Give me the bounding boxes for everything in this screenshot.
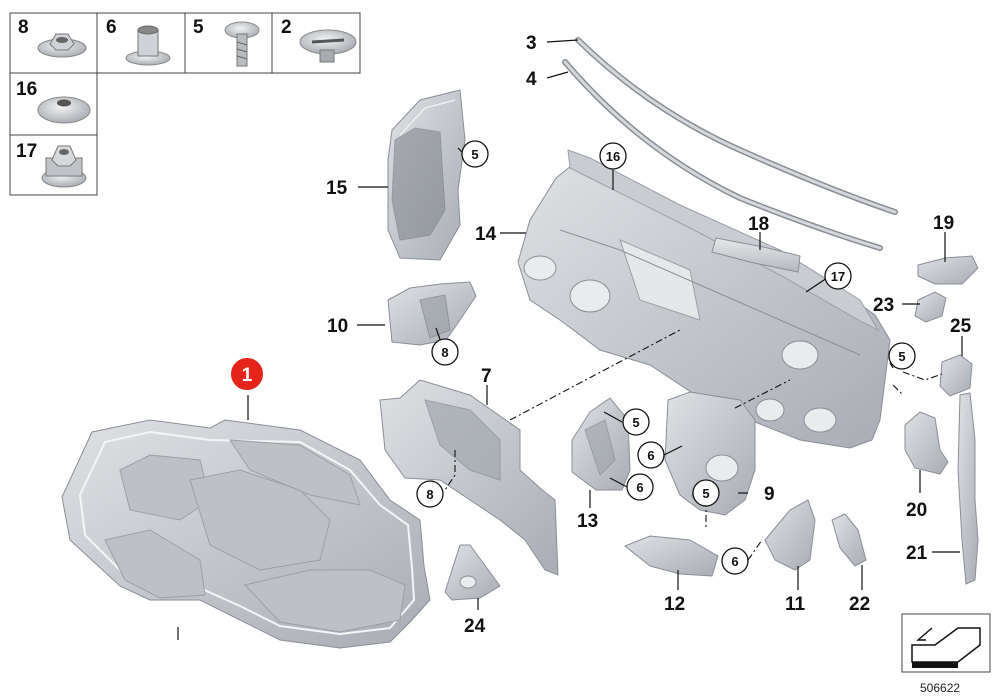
hex-nut-icon bbox=[125, 25, 171, 66]
side-insulation-15[interactable] bbox=[387, 89, 466, 261]
callout-15: 15 bbox=[326, 178, 348, 199]
rivet-icon bbox=[224, 21, 260, 67]
bracket-22[interactable] bbox=[831, 513, 867, 567]
circle-callout-6a: 6 bbox=[637, 441, 665, 469]
bracket-19[interactable] bbox=[917, 255, 979, 285]
collar-nut-icon bbox=[41, 145, 87, 188]
callout-25: 25 bbox=[950, 316, 972, 337]
callout-24: 24 bbox=[464, 616, 486, 637]
svg-text:5: 5 bbox=[702, 486, 709, 501]
washer-nut-icon bbox=[37, 96, 91, 124]
table-label-17: 17 bbox=[16, 141, 37, 162]
svg-text:5: 5 bbox=[632, 415, 639, 430]
strip-21[interactable] bbox=[957, 392, 979, 585]
svg-text:5: 5 bbox=[471, 147, 478, 162]
callout-21: 21 bbox=[906, 543, 928, 564]
fastener-table: 8 6 5 2 16 17 bbox=[9, 12, 361, 196]
circle-callout-5d: 5 bbox=[692, 479, 720, 507]
orientation-icon bbox=[901, 613, 991, 673]
catalog-number: 506622 bbox=[920, 681, 960, 695]
highlight-callout-1[interactable]: 1 bbox=[229, 356, 265, 392]
seal-4[interactable] bbox=[562, 59, 883, 251]
callout-9: 9 bbox=[764, 484, 775, 505]
svg-text:8: 8 bbox=[441, 345, 448, 360]
bracket-25[interactable] bbox=[939, 354, 973, 397]
leader-lines bbox=[357, 39, 963, 610]
circle-callout-17: 17 bbox=[824, 262, 852, 290]
pad-18[interactable] bbox=[711, 237, 801, 273]
callout-12: 12 bbox=[664, 594, 685, 615]
cover-24[interactable] bbox=[444, 544, 501, 601]
clip-23[interactable] bbox=[914, 291, 947, 323]
table-label-16: 16 bbox=[16, 79, 37, 100]
callout-4: 4 bbox=[526, 69, 537, 90]
wheel-arch-panel-7[interactable] bbox=[379, 379, 559, 576]
svg-text:6: 6 bbox=[731, 554, 738, 569]
callout-14: 14 bbox=[475, 224, 497, 245]
circle-callout-8a: 8 bbox=[431, 338, 459, 366]
shield-12[interactable] bbox=[624, 535, 719, 577]
circle-callout-8b: 8 bbox=[416, 480, 444, 508]
callout-18: 18 bbox=[748, 214, 769, 235]
callout-10: 10 bbox=[327, 316, 348, 337]
circle-callout-5c: 5 bbox=[622, 408, 650, 436]
circled-callouts: 5 16 17 8 5 5 6 6 bbox=[416, 140, 916, 575]
seal-3[interactable] bbox=[575, 37, 898, 215]
callout-11: 11 bbox=[785, 594, 806, 615]
bracket-10[interactable] bbox=[387, 281, 477, 346]
callout-7: 7 bbox=[481, 366, 492, 387]
circle-callout-6b: 6 bbox=[626, 473, 654, 501]
insulation-mat[interactable] bbox=[61, 395, 431, 649]
circle-callout-5a: 5 bbox=[461, 140, 489, 168]
table-label-2: 2 bbox=[281, 17, 292, 38]
svg-text:8: 8 bbox=[426, 487, 433, 502]
callout-22: 22 bbox=[849, 594, 870, 615]
bracket-11[interactable] bbox=[764, 499, 816, 571]
svg-text:16: 16 bbox=[606, 149, 620, 164]
svg-text:6: 6 bbox=[636, 480, 643, 495]
callout-3: 3 bbox=[526, 33, 537, 54]
bracket-20[interactable] bbox=[904, 411, 949, 475]
table-label-5: 5 bbox=[193, 17, 204, 38]
table-label-6: 6 bbox=[106, 17, 117, 38]
callout-19: 19 bbox=[933, 213, 954, 234]
connection-lines bbox=[444, 329, 943, 561]
table-label-8: 8 bbox=[18, 17, 29, 38]
panel-13[interactable] bbox=[571, 397, 631, 491]
svg-text:17: 17 bbox=[831, 269, 845, 284]
expanding-clip-icon bbox=[299, 29, 357, 63]
svg-text:5: 5 bbox=[898, 349, 905, 364]
svg-text:6: 6 bbox=[647, 448, 654, 463]
callout-20: 20 bbox=[906, 500, 927, 521]
callout-23: 23 bbox=[873, 295, 894, 316]
circle-callout-16: 16 bbox=[599, 142, 627, 170]
flange-nut-icon bbox=[37, 33, 87, 58]
svg-text:1: 1 bbox=[242, 365, 253, 386]
callout-labels: 3 4 15 14 18 19 23 25 10 7 9 13 20 21 12… bbox=[326, 33, 972, 637]
circle-callout-5b: 5 bbox=[888, 342, 916, 370]
callout-13: 13 bbox=[577, 511, 598, 532]
circle-callout-6c: 6 bbox=[721, 547, 749, 575]
